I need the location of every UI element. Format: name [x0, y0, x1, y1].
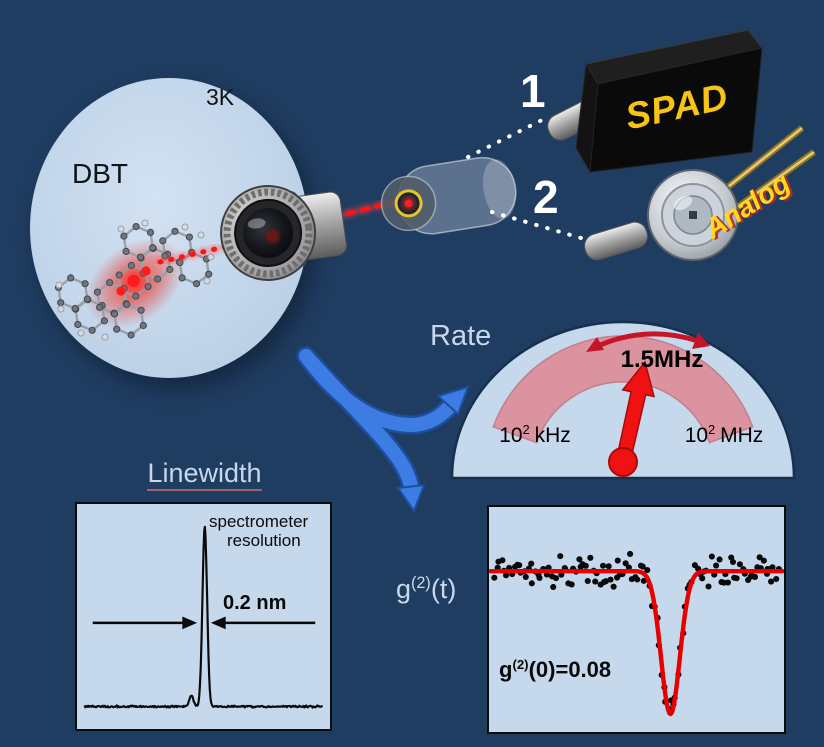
gauge-min-exp: 2	[522, 423, 530, 438]
spad-label: SPAD	[621, 75, 733, 138]
resolution-annotation-line2: resolution	[227, 531, 301, 550]
fiber-ferrule-1	[547, 94, 611, 141]
gauge-max-base: 10	[684, 424, 709, 447]
resolution-annotation-line1: spectrometer	[209, 512, 309, 531]
g2-scatter-points	[491, 550, 782, 713]
g2-axis-label: g(2)(t)	[396, 574, 457, 604]
width-arrow-left	[92, 616, 198, 630]
split-flow-arrow	[296, 346, 470, 514]
gauge-value: 1.5MHz	[620, 346, 704, 373]
g2-panel: g(2)(0)=0.08	[487, 505, 786, 734]
fiber-coupler-icon	[380, 156, 517, 235]
path1-label: 1	[520, 65, 546, 117]
gauge-range-arrow	[599, 331, 699, 348]
analog-label: Analog	[698, 166, 796, 245]
dbt-molecule	[54, 219, 215, 341]
linewidth-plot	[83, 525, 324, 709]
spectrum-curve	[83, 525, 324, 709]
linewidth-panel: spectrometer resolution 0.2 nm	[75, 502, 332, 731]
g2-fit-curve	[489, 568, 784, 717]
linewidth-title: Linewidth	[132, 458, 277, 491]
g2-zero-annotation: g(2)(0)=0.08	[499, 657, 612, 682]
molecule-label: DBT	[72, 158, 128, 189]
gauge-title: Rate	[430, 320, 492, 352]
path2-label: 2	[533, 171, 559, 223]
peak-width-label: 0.2 nm	[223, 592, 287, 614]
gauge-needle	[615, 360, 656, 465]
temperature-label: 3K	[206, 84, 235, 110]
fiber-ferrule-2	[584, 221, 648, 261]
g2-plot	[489, 550, 784, 717]
width-arrow-right	[210, 616, 316, 630]
gauge-max-label: 102 MHz	[676, 423, 772, 448]
gauge-min-base: 10	[499, 424, 523, 447]
gauge-pivot	[608, 447, 638, 477]
gauge-max-exp: 2	[708, 423, 716, 438]
gauge-max-unit: MHz	[720, 424, 764, 447]
gauge-min-label: 102 kHz	[490, 423, 580, 448]
gauge-min-unit: kHz	[534, 424, 571, 447]
